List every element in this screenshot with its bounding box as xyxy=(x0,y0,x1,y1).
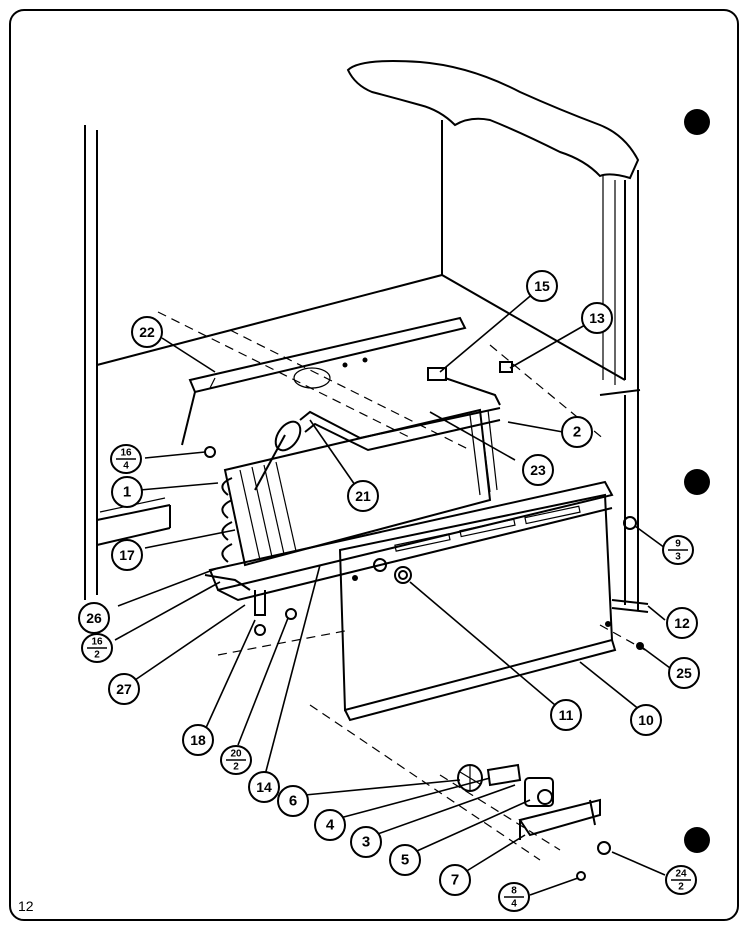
fraction-callout-9-3: 9 3 xyxy=(662,535,694,565)
callout-13: 13 xyxy=(581,302,613,334)
svg-text:16: 16 xyxy=(120,448,132,459)
callout-14: 14 xyxy=(248,771,280,803)
svg-text:6: 6 xyxy=(289,793,297,810)
callout-23: 23 xyxy=(522,454,554,486)
callout-7: 7 xyxy=(439,864,471,896)
callout-22: 22 xyxy=(131,316,163,348)
callout-17: 17 xyxy=(111,539,143,571)
front-panel xyxy=(338,493,617,722)
fasteners xyxy=(204,446,644,881)
cabinet-outline xyxy=(84,60,641,610)
svg-text:25: 25 xyxy=(676,665,692,681)
rod-part xyxy=(611,599,649,613)
callout-21: 21 xyxy=(347,480,379,512)
binder-hole-middle xyxy=(684,469,710,495)
callout-10: 10 xyxy=(630,704,662,736)
svg-text:4: 4 xyxy=(511,899,517,910)
page-border xyxy=(9,9,739,921)
svg-text:8: 8 xyxy=(511,886,517,897)
callout-3: 3 xyxy=(350,826,382,858)
svg-text:3: 3 xyxy=(362,834,370,851)
fraction-callout-16-2: 16 2 xyxy=(81,633,113,663)
callout-12: 12 xyxy=(666,607,698,639)
callout-27: 27 xyxy=(108,673,140,705)
callout-1: 1 xyxy=(111,476,143,508)
svg-text:24: 24 xyxy=(675,869,687,880)
callout-6: 6 xyxy=(277,785,309,817)
callout-2: 2 xyxy=(561,416,593,448)
svg-text:5: 5 xyxy=(401,852,409,869)
svg-text:4: 4 xyxy=(326,817,335,834)
svg-text:3: 3 xyxy=(675,552,681,563)
svg-text:10: 10 xyxy=(638,712,654,728)
callout-25: 25 xyxy=(668,657,700,689)
svg-text:21: 21 xyxy=(355,488,371,504)
fan-motor-assembly xyxy=(457,763,601,840)
svg-text:12: 12 xyxy=(674,615,690,631)
svg-text:23: 23 xyxy=(530,462,546,478)
svg-text:15: 15 xyxy=(534,278,550,294)
top-channel-part xyxy=(181,316,467,446)
svg-text:16: 16 xyxy=(91,637,103,648)
svg-text:20: 20 xyxy=(230,749,242,760)
callout-4: 4 xyxy=(314,809,346,841)
svg-text:7: 7 xyxy=(451,872,459,889)
svg-text:2: 2 xyxy=(233,762,239,773)
svg-text:13: 13 xyxy=(589,310,605,326)
callout-15: 15 xyxy=(526,270,558,302)
svg-text:9: 9 xyxy=(675,539,681,550)
binder-hole-top xyxy=(684,109,710,135)
svg-text:26: 26 xyxy=(86,610,102,626)
drain-trough xyxy=(204,480,614,636)
fraction-callout-16-4: 16 4 xyxy=(110,444,142,474)
svg-text:11: 11 xyxy=(559,707,574,723)
svg-text:14: 14 xyxy=(256,779,272,795)
fraction-callout-8-4: 8 4 xyxy=(498,882,530,912)
page-number: 12 xyxy=(18,898,34,914)
fraction-callout-20-2: 20 2 xyxy=(220,745,252,775)
svg-text:22: 22 xyxy=(139,324,155,340)
svg-text:1: 1 xyxy=(123,484,131,501)
fraction-callout-24-2: 24 2 xyxy=(665,865,697,895)
svg-text:2: 2 xyxy=(94,650,100,661)
callout-18: 18 xyxy=(182,724,214,756)
svg-text:17: 17 xyxy=(119,547,135,563)
svg-text:27: 27 xyxy=(116,681,132,697)
svg-text:4: 4 xyxy=(123,461,129,472)
binder-hole-bottom xyxy=(684,827,710,853)
leader-lines xyxy=(114,291,671,896)
callout-26: 26 xyxy=(78,602,110,634)
svg-text:2: 2 xyxy=(678,882,684,893)
evaporator-coil xyxy=(221,361,513,567)
callout-5: 5 xyxy=(389,844,421,876)
callout-11: 11 xyxy=(550,699,582,731)
svg-text:2: 2 xyxy=(573,424,581,441)
svg-text:18: 18 xyxy=(190,732,206,748)
